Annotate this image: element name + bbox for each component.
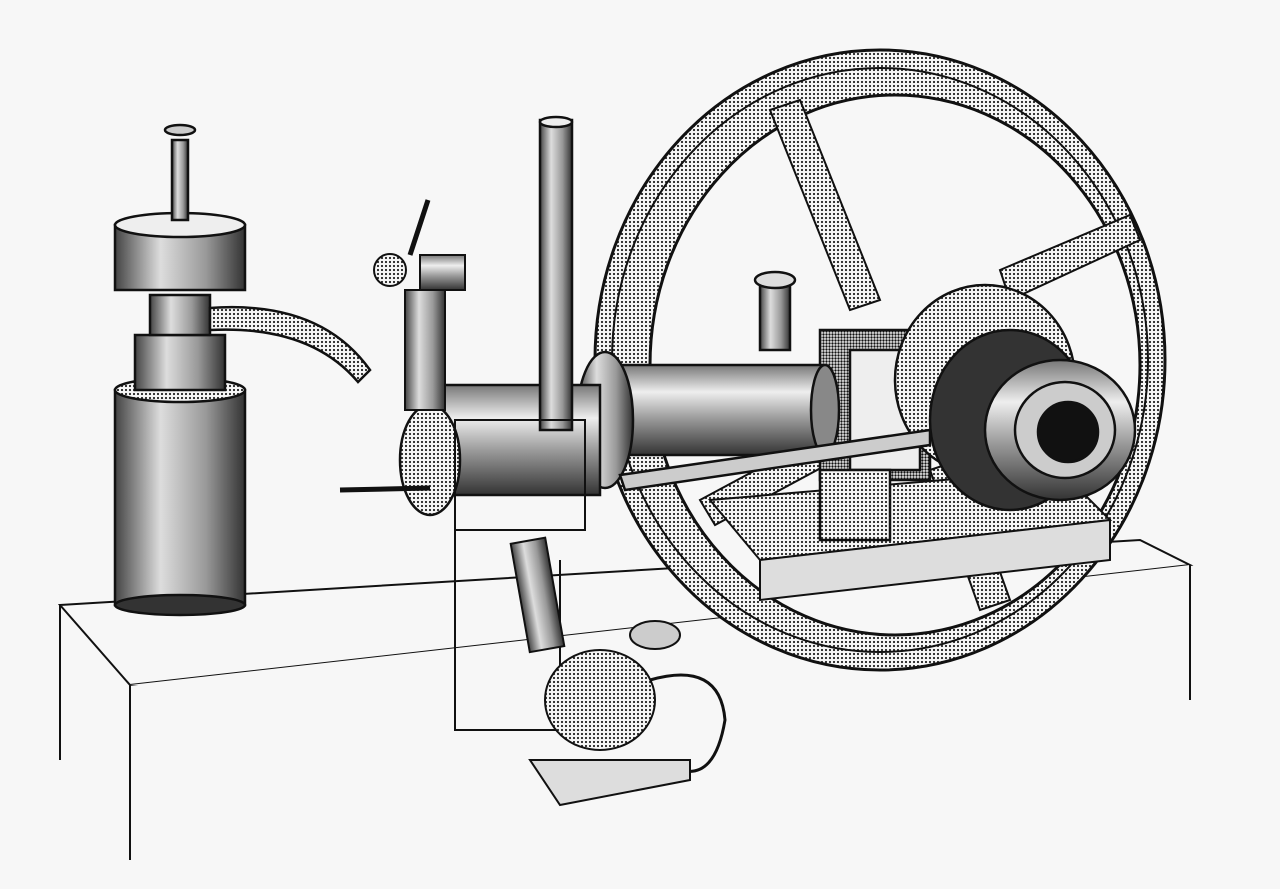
crank-housing	[818, 283, 1137, 542]
ignition-lamp	[509, 536, 727, 807]
fuel-tank	[113, 123, 372, 617]
exhaust-pipe	[538, 115, 574, 432]
valve-assembly	[373, 199, 586, 731]
cylinder	[339, 270, 932, 517]
